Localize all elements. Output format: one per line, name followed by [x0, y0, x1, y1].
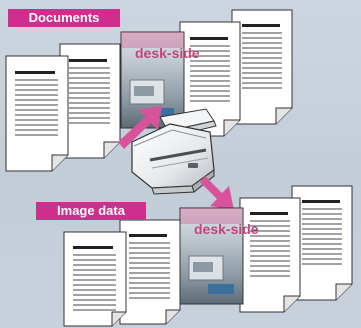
documents-label: Documents	[8, 9, 120, 27]
document-page	[231, 9, 293, 125]
source-documents: desk-side	[5, 9, 293, 172]
image-page	[239, 197, 301, 313]
image-page	[291, 185, 353, 301]
image-page	[119, 219, 181, 325]
document-scanner	[131, 108, 217, 195]
poster-title: desk-side	[135, 45, 200, 61]
document-page	[5, 55, 69, 172]
feed-arrow	[118, 106, 162, 149]
poster-image-title: desk-side	[194, 221, 259, 237]
output-arrow	[200, 176, 234, 210]
scanned-image-data: desk-side	[63, 185, 353, 327]
image-page	[63, 231, 127, 327]
document-page	[59, 43, 121, 159]
document-page	[179, 21, 241, 137]
poster-image: desk-side	[179, 207, 259, 305]
image-data-label: Image data	[36, 202, 146, 220]
